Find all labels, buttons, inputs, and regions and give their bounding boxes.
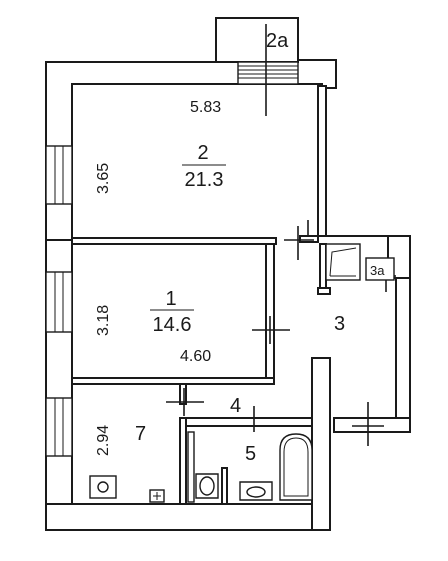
- room-1-width: 4.60: [180, 348, 211, 365]
- room-2a-number: 2a: [266, 30, 289, 52]
- room-3-number: 3: [334, 313, 345, 335]
- room-7-number: 7: [135, 423, 146, 445]
- room-2-width: 5.83: [190, 99, 221, 116]
- room-1-number: 1: [165, 288, 176, 310]
- room-2-number: 2: [197, 142, 208, 164]
- room-2-depth: 3.65: [95, 163, 112, 194]
- room-7-depth: 2.94: [95, 425, 112, 456]
- room-labels: 2a 5.83 2 21.3 3.65 1 14.6 4.60 3.18 3 3…: [95, 30, 385, 465]
- room-1-depth: 3.18: [95, 305, 112, 336]
- door-marks: [166, 220, 396, 446]
- exterior-walls: [45, 59, 411, 531]
- closet-3a: [325, 243, 395, 281]
- stove-icon: [89, 475, 165, 503]
- room-1-area: 14.6: [153, 314, 192, 336]
- room-3a-number: 3a: [370, 263, 385, 278]
- balcony-2a: [215, 17, 299, 116]
- windows: [45, 145, 73, 457]
- room-4-number: 4: [230, 395, 241, 417]
- bathroom-fixtures: [187, 431, 313, 503]
- room-5-number: 5: [245, 443, 256, 465]
- room-2-area: 21.3: [185, 169, 224, 191]
